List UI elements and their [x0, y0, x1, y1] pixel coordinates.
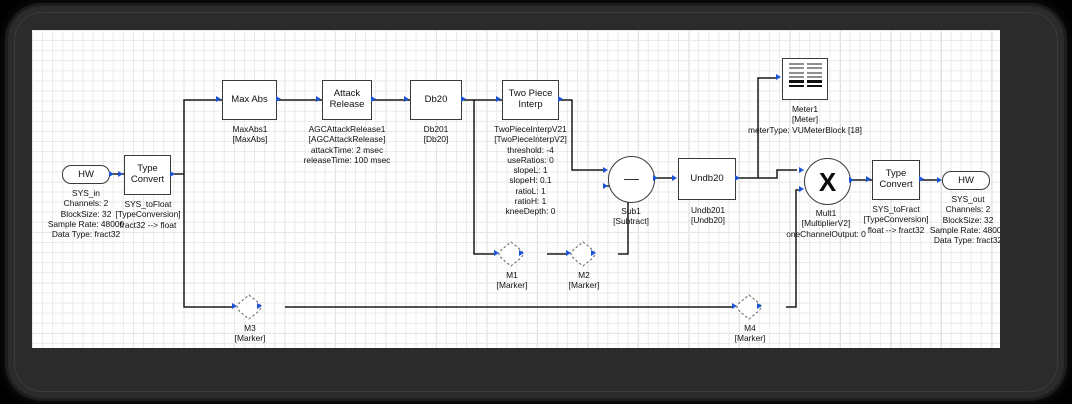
to-fract-caption: SYS_toFract [TypeConversion] float --> f… [863, 204, 929, 235]
mult1-input-port-bottom[interactable] [799, 186, 804, 192]
undb20-input-port[interactable] [672, 175, 677, 181]
sys-out-caption: SYS_out Channels: 2 BlockSize: 32 Sample… [929, 194, 1000, 245]
sys-out-block[interactable]: HW [942, 171, 990, 190]
undb20-output-port[interactable] [735, 175, 740, 181]
to-float-caption: SYS_toFloat [TypeConversion] fract32 -->… [115, 199, 181, 230]
marker-m4-output-port[interactable] [757, 303, 762, 309]
undb20-block[interactable]: Undb20 [678, 158, 736, 200]
meter1-caption: Meter1 [Meter] meterType: VUMeterBlock [… [747, 104, 863, 135]
marker-m3-output-port[interactable] [257, 303, 262, 309]
sys-in-title: HW [78, 169, 94, 180]
marker-m4-caption: M4 [Marker] [734, 323, 766, 344]
db20-title: Db20 [424, 93, 448, 105]
two-piece-interp-title: Two Piece Interp [508, 88, 553, 110]
sub1-output-port[interactable] [653, 175, 658, 181]
max-abs-title: Max Abs [231, 93, 268, 105]
attack-release-input-port[interactable] [316, 96, 321, 102]
sys-in-caption: SYS_in Channels: 2 BlockSize: 32 Sample … [47, 188, 125, 239]
wire-junction-meter1 [757, 77, 777, 178]
mult1-input-port-top[interactable] [799, 167, 804, 173]
minus-icon [624, 178, 639, 181]
sys-in-block[interactable]: HW [62, 165, 110, 184]
meter1-block[interactable] [782, 58, 828, 100]
to-fract-block[interactable]: Type Convert [872, 160, 920, 200]
undb20-title: Undb20 [690, 172, 724, 184]
max-abs-output-port[interactable] [276, 96, 281, 102]
sys-out-input-port[interactable] [937, 177, 942, 183]
to-float-input-port[interactable] [118, 171, 123, 177]
marker-m1-caption: M1 [Marker] [496, 270, 528, 291]
to-float-output-port[interactable] [170, 171, 175, 177]
block-diagram-canvas[interactable]: HW SYS_in Channels: 2 BlockSize: 32 Samp… [32, 30, 1000, 348]
marker-m2-caption: M2 [Marker] [568, 270, 600, 291]
vu-meter-icon [787, 63, 823, 95]
two-piece-interp-block[interactable]: Two Piece Interp [502, 80, 559, 120]
db20-caption: Db201 [Db20] [423, 124, 449, 145]
sub1-block[interactable] [608, 156, 655, 203]
wire-junction-mult1 [758, 169, 797, 179]
meter1-input-port[interactable] [776, 74, 781, 80]
wire-twopiece-sub1 [559, 99, 604, 171]
marker-m4-input-port[interactable] [732, 303, 737, 309]
db20-output-port[interactable] [461, 96, 466, 102]
wire-junction-m3 [183, 174, 232, 308]
to-float-block[interactable]: Type Convert [124, 155, 171, 195]
multiply-icon: X [818, 166, 837, 197]
to-fract-input-port[interactable] [866, 176, 871, 182]
mult1-output-port[interactable] [849, 177, 854, 183]
attack-release-block[interactable]: Attack Release [322, 80, 372, 120]
mult1-block[interactable]: X [804, 158, 851, 205]
two-piece-interp-input-port[interactable] [496, 96, 501, 102]
max-abs-caption: MaxAbs1 [MaxAbs] [232, 124, 268, 145]
marker-m2-input-port[interactable] [566, 250, 571, 256]
marker-m3-caption: M3 [Marker] [234, 323, 266, 344]
max-abs-block[interactable]: Max Abs [222, 80, 277, 120]
to-float-title: Type Convert [130, 163, 165, 185]
attack-release-caption: AGCAttackRelease1 [AGCAttackRelease] att… [303, 124, 391, 165]
sub1-input-port-top[interactable] [603, 167, 608, 173]
to-fract-output-port[interactable] [919, 176, 924, 182]
sub1-caption: Sub1 [Subtract] [613, 206, 649, 227]
wire-junction-maxabs [183, 99, 222, 174]
max-abs-input-port[interactable] [216, 96, 221, 102]
sys-in-output-port[interactable] [109, 171, 114, 177]
attack-release-title: Attack Release [329, 88, 365, 110]
marker-m1-output-port[interactable] [519, 250, 524, 256]
mult1-caption: Mult1 [MultiplierV2] oneChannelOutput: 0 [786, 208, 866, 239]
two-piece-interp-output-port[interactable] [558, 96, 563, 102]
db20-input-port[interactable] [404, 96, 409, 102]
attack-release-output-port[interactable] [371, 96, 376, 102]
marker-m2-output-port[interactable] [591, 250, 596, 256]
sys-out-title: HW [958, 175, 974, 186]
to-fract-title: Type Convert [879, 168, 913, 190]
wire-m4-mult1 [786, 189, 800, 308]
db20-block[interactable]: Db20 [410, 80, 462, 120]
wire-junction-m1 [473, 100, 494, 255]
marker-m3-input-port[interactable] [232, 303, 237, 309]
undb20-caption: Undb201 [Undb20] [691, 205, 725, 226]
sub1-input-port-bottom[interactable] [603, 183, 608, 189]
marker-m1-input-port[interactable] [494, 250, 499, 256]
two-piece-interp-caption: TwoPieceInterpV21 [TwoPieceInterpV2] thr… [494, 124, 567, 216]
